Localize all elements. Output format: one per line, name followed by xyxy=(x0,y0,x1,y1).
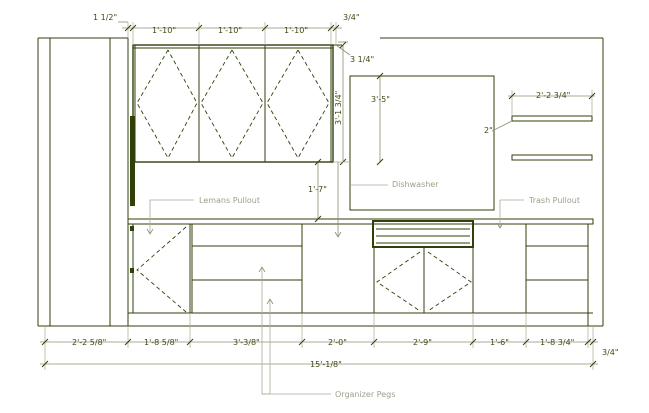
window xyxy=(333,44,495,211)
dim-top-left-1-half: 1 1/2" xyxy=(93,13,117,22)
dim-upper-door-2: 1'-10" xyxy=(218,26,242,35)
floating-shelves xyxy=(511,115,593,161)
wall-outline xyxy=(37,37,604,327)
tall-panel xyxy=(109,38,135,326)
dim-base-5: 2'-9" xyxy=(413,338,432,347)
dim-base-1: 2'-2 5/8" xyxy=(72,338,106,347)
dim-corner-3-1-4: 3 1/4" xyxy=(350,55,374,64)
dim-base-3: 3'-3/8" xyxy=(233,338,260,347)
dim-top-right-3-4: 3/4" xyxy=(343,13,360,22)
dim-base-2: 1'-8 5/8" xyxy=(144,338,178,347)
note-organizer-pegs: Organizer Pegs xyxy=(335,390,395,399)
upper-height-dimension xyxy=(333,41,350,166)
note-leaders xyxy=(146,184,524,395)
dim-upper-door-1: 1'-10" xyxy=(152,26,176,35)
dim-base-7: 1'-8 3/4" xyxy=(540,338,574,347)
bottom-dimensions xyxy=(40,313,598,370)
dim-base-4: 2'-0" xyxy=(328,338,347,347)
dim-base-right-3-4: 3/4" xyxy=(602,348,619,357)
dim-upper-to-counter: 1'-7" xyxy=(308,185,327,194)
note-lemons-pullout: Lemans Pullout xyxy=(199,196,260,205)
dim-base-6: 1'-6" xyxy=(490,338,509,347)
countertop xyxy=(127,218,594,225)
upper-cabinets xyxy=(132,44,334,163)
note-dishwasher: Dishwasher xyxy=(392,180,439,189)
note-trash-pullout: Trash Pullout xyxy=(528,196,580,205)
notes: Lemans Pullout Dishwasher Trash Pullout … xyxy=(199,180,580,399)
dim-shelf-width: 2'-2 3/4" xyxy=(536,91,570,100)
dim-upper-door-3: 1'-10" xyxy=(284,26,308,35)
base-cabinets xyxy=(128,220,593,326)
shelf-dimensions xyxy=(491,90,596,132)
dim-upper-height: 3'-1 3/4" xyxy=(334,91,343,125)
dim-shelf-spacing: 2" xyxy=(484,126,493,135)
upper-counter-dimension xyxy=(314,158,342,238)
window-height-dimension xyxy=(376,72,384,166)
dimension-labels: 1 1/2" 1'-10" 1'-10" 1'-10" 3/4" 3 1/4" … xyxy=(72,13,619,369)
top-dimensions xyxy=(118,21,342,45)
dim-window-height: 3'-5" xyxy=(371,95,390,104)
dim-overall: 15'-1/8" xyxy=(310,360,342,369)
